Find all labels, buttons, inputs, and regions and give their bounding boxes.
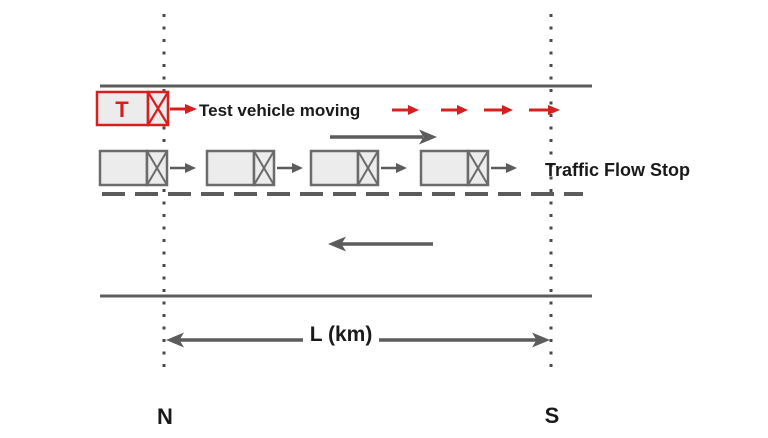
vehicle-front-crossbox-icon bbox=[146, 150, 168, 186]
red-arrow-head bbox=[548, 105, 560, 115]
test-vehicle: T bbox=[95, 90, 170, 127]
vehicle-body bbox=[98, 149, 149, 187]
vehicle-front-crossbox-icon bbox=[253, 150, 275, 186]
test-vehicle-caption: Test vehicle moving bbox=[199, 101, 360, 120]
test-vehicle-body bbox=[95, 90, 150, 127]
south-station-label: S bbox=[545, 403, 560, 428]
traffic-vehicle bbox=[309, 149, 407, 187]
dimension-arrow-left-head bbox=[166, 332, 184, 348]
vehicle-front-crossbox-icon bbox=[357, 150, 379, 186]
vehicle-arrow-head bbox=[396, 163, 407, 173]
vehicle-body bbox=[309, 149, 360, 187]
test-vehicle-front-crossbox-icon bbox=[147, 91, 169, 126]
red-arrow-head bbox=[457, 105, 468, 115]
length-dimension-arrow: L (km) bbox=[166, 323, 550, 348]
red-arrow-head bbox=[408, 105, 419, 115]
test-vehicle-marker-label: T bbox=[115, 97, 129, 122]
flow-arrow-right-head bbox=[419, 129, 437, 145]
vehicle-front-crossbox-icon bbox=[467, 150, 489, 186]
vehicle-body bbox=[205, 149, 256, 187]
red-arrow-icon bbox=[441, 105, 468, 115]
traffic-vehicle bbox=[98, 149, 196, 187]
traffic-flow-stop-label: Traffic Flow Stop bbox=[545, 160, 690, 180]
traffic-direction-arrow-left-icon bbox=[328, 236, 433, 252]
vehicle-arrow-head bbox=[506, 163, 517, 173]
vehicle-body bbox=[419, 149, 470, 187]
traffic-vehicle bbox=[205, 149, 303, 187]
traffic-vehicle bbox=[419, 149, 517, 187]
red-direction-arrows bbox=[392, 105, 560, 115]
north-station-label: N bbox=[157, 404, 173, 429]
vehicle-arrow-head bbox=[185, 163, 196, 173]
traffic-direction-arrow-right-icon bbox=[330, 129, 437, 145]
red-arrow-icon bbox=[392, 105, 419, 115]
test-vehicle-arrow-head bbox=[185, 104, 197, 114]
vehicle-arrow-head bbox=[292, 163, 303, 173]
red-arrow-icon bbox=[529, 105, 560, 115]
section-length-label: L (km) bbox=[310, 323, 373, 346]
dimension-arrow-right-head bbox=[532, 332, 550, 348]
flow-arrow-left-head bbox=[328, 236, 346, 252]
red-arrow-head bbox=[502, 105, 513, 115]
red-arrow-icon bbox=[484, 105, 513, 115]
test-vehicle-arrow-icon bbox=[170, 104, 197, 114]
